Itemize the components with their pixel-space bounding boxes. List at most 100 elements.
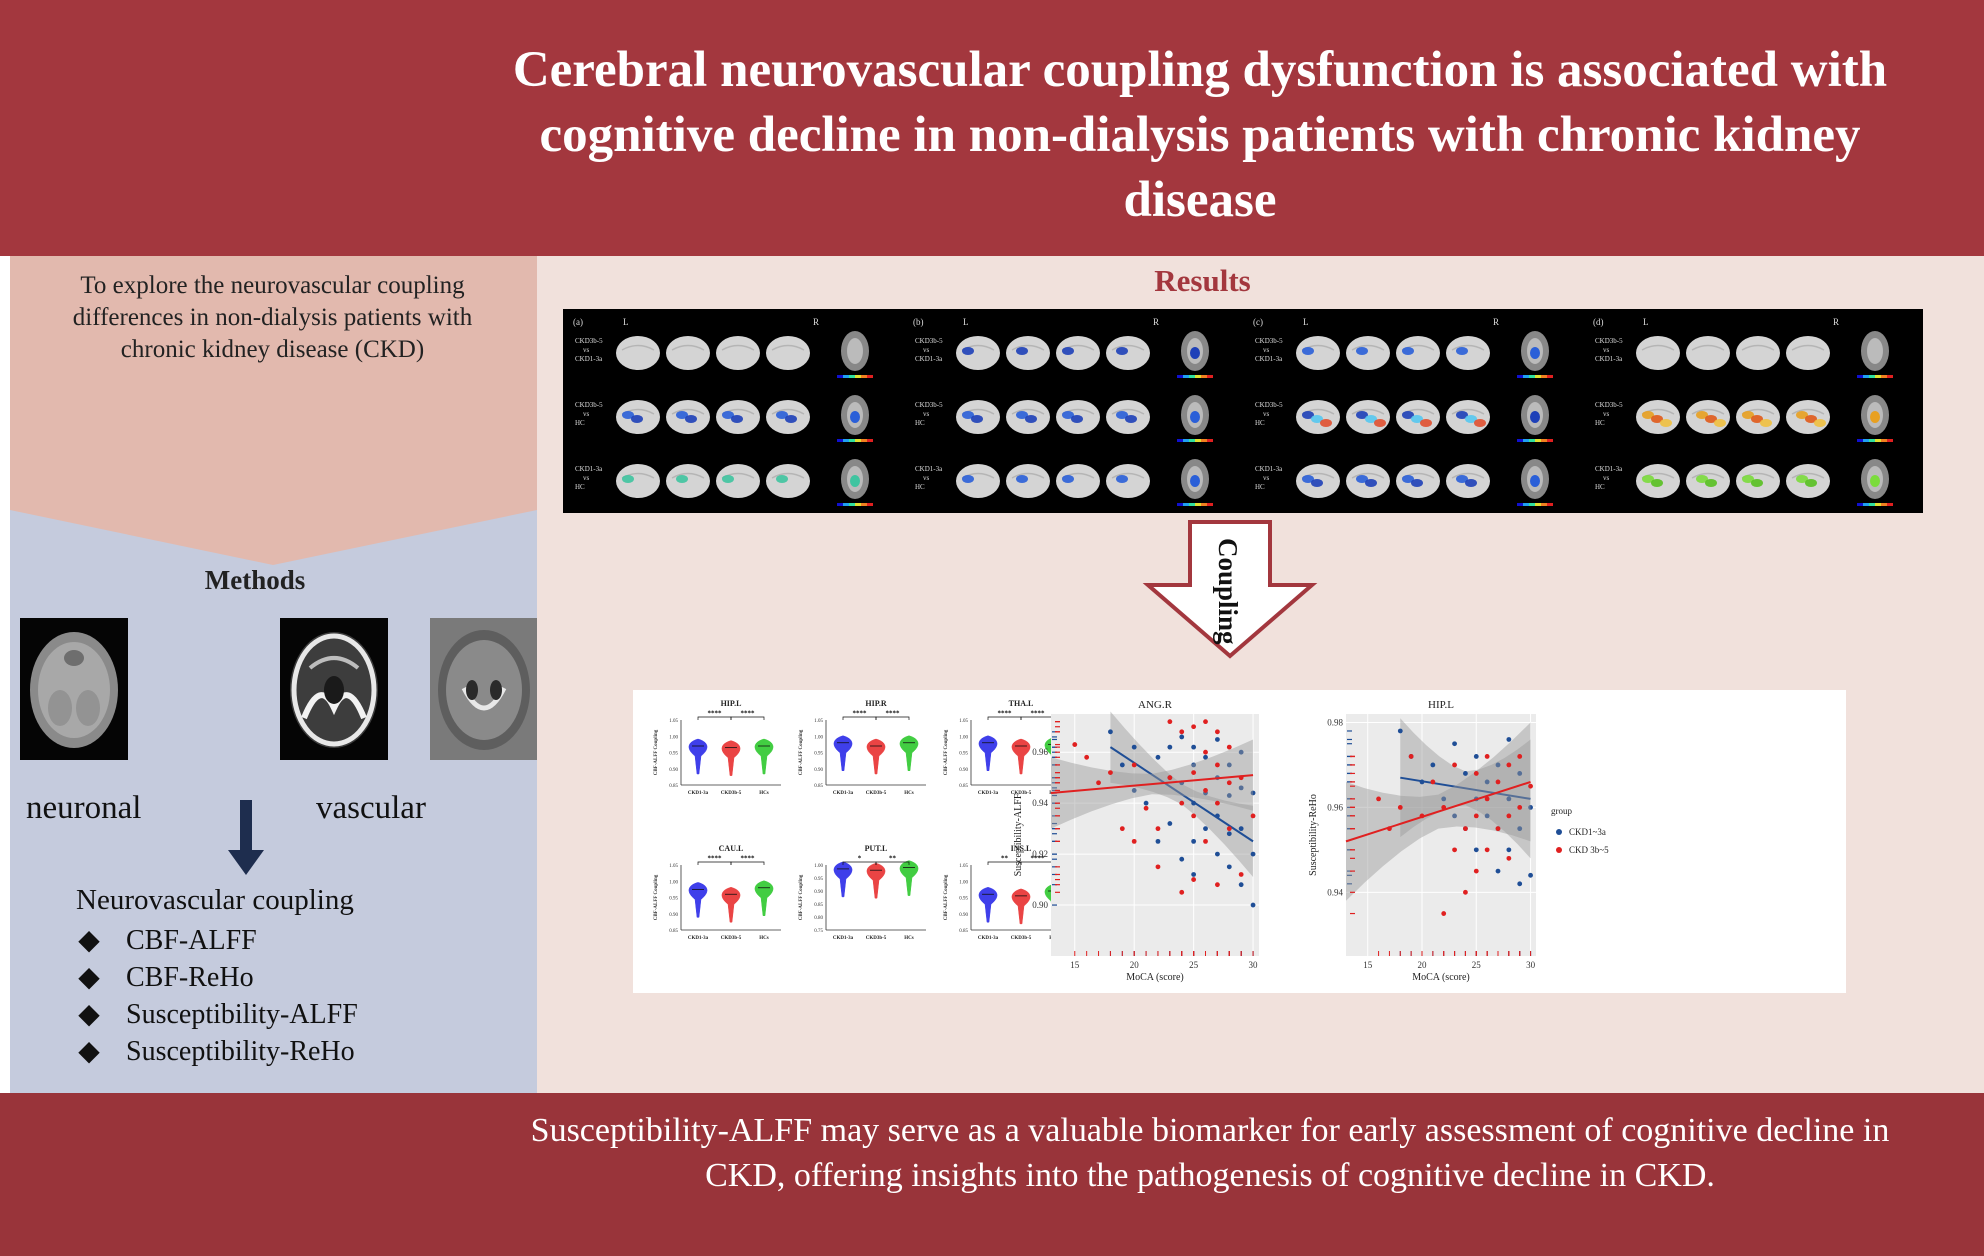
violin-y-tick-label: 0.95 [814, 752, 823, 757]
list-item: ◆Susceptibility-ReHo [76, 1033, 358, 1070]
activation-cluster [622, 475, 634, 483]
activation-cluster [1642, 411, 1654, 419]
activation-cluster [1302, 475, 1314, 483]
violin-y-tick-label: 0.95 [669, 897, 678, 902]
y-tick-label: 0.98 [1327, 717, 1343, 727]
violin-shape [833, 735, 853, 771]
violin-shape [978, 886, 998, 923]
scatter-point [1131, 788, 1137, 793]
brain-sulcus [1691, 344, 1725, 351]
diamond-bullet-icon: ◆ [78, 1036, 100, 1067]
conclusion-banner [0, 1093, 1984, 1256]
scatter-point [1203, 754, 1208, 760]
comparison-label-line: CKD1-3a [915, 465, 943, 473]
legend-entry: CKD1~3a [1569, 827, 1606, 837]
brain-surface [716, 336, 760, 370]
brain-sulcus [671, 408, 705, 415]
activation-cluster [1796, 475, 1808, 483]
activation-cluster [1805, 415, 1817, 423]
colorbar-segment [1547, 503, 1553, 506]
axial-activation [1190, 347, 1200, 359]
brain-surface [1786, 336, 1830, 370]
colorbar-segment [843, 439, 849, 442]
brain-sulcus [771, 344, 805, 351]
activation-cluster [1125, 415, 1137, 423]
colorbar-segment [837, 375, 843, 378]
colorbar-segment [1201, 503, 1207, 506]
colorbar-segment [1535, 375, 1541, 378]
scatter-point [1238, 775, 1244, 781]
scatter-point [1419, 813, 1425, 819]
scatter-point [1441, 805, 1447, 810]
brain-sulcus [1111, 472, 1145, 479]
comparison-label-line: HC [1595, 419, 1605, 427]
scatter-point [1473, 847, 1479, 853]
activation-cluster [1302, 347, 1314, 355]
comparison-label-line: HC [575, 419, 585, 427]
comparison-label-line: CKD1-3a [1595, 465, 1623, 473]
activation-cluster [685, 415, 697, 423]
x-tick-label: 20 [1418, 960, 1428, 970]
comparison-label-line: vs [583, 474, 590, 482]
brain-surface [1736, 336, 1780, 370]
axial-activation [1530, 411, 1540, 423]
colorbar-segment [1881, 503, 1887, 506]
activation-cluster [1742, 475, 1754, 483]
significance-stars: **** [741, 710, 756, 718]
axial-activation [1530, 347, 1540, 359]
activation-cluster [1742, 411, 1754, 419]
significance-bracket [730, 716, 765, 720]
scatter-point [1072, 742, 1078, 747]
colorbar-segment [867, 439, 873, 442]
activation-cluster [1356, 347, 1368, 355]
activation-cluster [1356, 475, 1368, 483]
colorbar-segment [861, 503, 867, 506]
y-tick-label: 0.96 [1327, 802, 1343, 812]
brain-sulcus [1351, 472, 1385, 479]
colorbar-segment [1189, 375, 1195, 378]
violin-category-label: CKD3b-5 [866, 791, 887, 796]
comparison-label-line: CKD3b-5 [1595, 401, 1623, 409]
violin-y-tick-label: 1.00 [959, 735, 968, 740]
colorbar-segment [1869, 439, 1875, 442]
violin-category-label: CKD3b-5 [1011, 936, 1032, 941]
scatter-point [1250, 902, 1256, 908]
activation-cluster [722, 411, 734, 419]
scatter-point [1143, 800, 1149, 806]
violin-shape [899, 860, 919, 896]
scatter-point [1108, 770, 1113, 775]
significance-stars: **** [1031, 855, 1046, 863]
violin-shape [688, 738, 708, 775]
violin-y-tick-label: 1.05 [669, 864, 678, 869]
comparison-label-line: CKD1-3a [915, 355, 943, 363]
violin-shape [899, 735, 919, 771]
brain-sulcus [721, 344, 755, 351]
violin-y-tick-label: 0.90 [959, 768, 968, 773]
colorbar-segment [861, 375, 867, 378]
scatter-point [1215, 882, 1220, 888]
scatter-point [1506, 737, 1512, 742]
colorbar-segment [1529, 503, 1535, 506]
scatter-point [1484, 813, 1490, 819]
scatter-point [1191, 744, 1197, 750]
colorbar-segment [1547, 375, 1553, 378]
colorbar-segment [1535, 503, 1541, 506]
brain-surface [1106, 464, 1150, 498]
brain-surface [1636, 336, 1680, 370]
comparison-label-line: vs [583, 346, 590, 354]
brain-sulcus [1351, 408, 1385, 415]
comparison-label-line: vs [1603, 410, 1610, 418]
scatter-point [1167, 775, 1173, 781]
colorbar-segment [1523, 375, 1529, 378]
scatter-point [1528, 783, 1533, 789]
x-tick-label: 30 [1526, 960, 1536, 970]
hemisphere-left-label: L [1643, 317, 1649, 327]
comparison-label-line: CKD1-3a [1255, 465, 1283, 473]
activation-cluster [1116, 347, 1128, 355]
activation-cluster [1705, 415, 1717, 423]
scatter-point [1441, 796, 1447, 802]
panel-label: (d) [1593, 317, 1604, 327]
scatter-point [1096, 780, 1101, 786]
violin-plot-title: HIP.R [865, 699, 886, 708]
colorbar-segment [1875, 439, 1881, 442]
